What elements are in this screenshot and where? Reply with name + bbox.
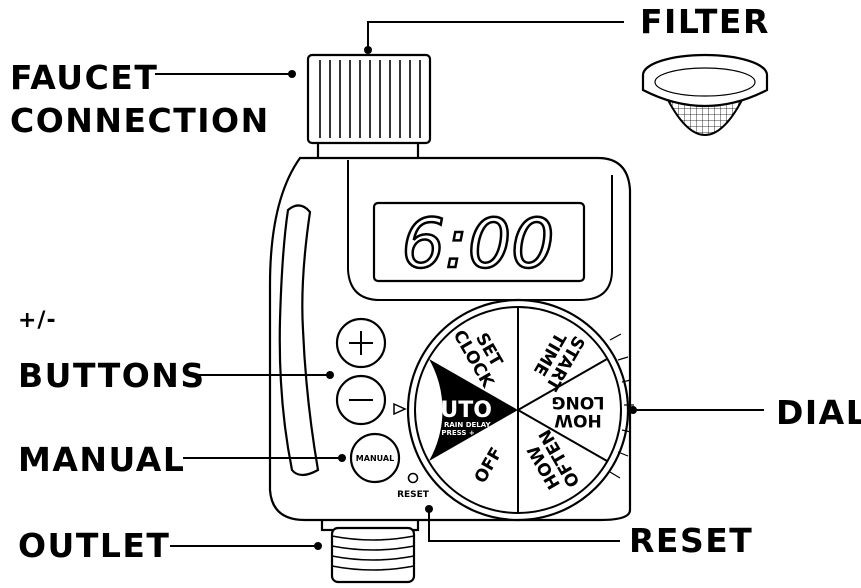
callout-plusminus: +/- xyxy=(18,308,57,333)
dial-how-long-line1: HOW xyxy=(554,410,602,430)
dial-how-long-line2: LONG xyxy=(552,392,605,412)
callout-manual: MANUAL xyxy=(18,440,185,479)
callout-reset: RESET xyxy=(629,521,753,560)
callout-faucet-line1: FAUCET xyxy=(10,58,158,97)
dial-auto-sub2: PRESS + xyxy=(441,429,475,437)
manual-button-label: MANUAL xyxy=(356,454,394,463)
lcd-display: 6:00 xyxy=(372,201,586,285)
lcd-time-readout: 6:00 xyxy=(402,205,555,284)
dial-auto-sub1: FOR RAIN DELAY xyxy=(425,421,491,429)
callout-dial: DIAL xyxy=(776,393,861,432)
filter-illustration xyxy=(641,53,769,136)
minus-button[interactable] xyxy=(335,374,387,426)
reset-pinhole[interactable] xyxy=(407,472,419,484)
faucet-connection-nut xyxy=(306,53,432,162)
manual-button[interactable]: MANUAL xyxy=(349,432,401,484)
callout-outlet: OUTLET xyxy=(18,526,170,565)
reset-hole-label: RESET xyxy=(397,490,430,500)
plus-button[interactable] xyxy=(335,317,387,369)
dial-auto-label: AUTO xyxy=(424,398,492,423)
callout-buttons: BUTTONS xyxy=(18,356,206,395)
callout-leaders xyxy=(155,21,764,550)
callout-faucet-line2: CONNECTION xyxy=(10,101,270,140)
mode-dial[interactable]: SET CLOCK START TIME HOW LONG HOW OFTEN … xyxy=(406,298,634,522)
dial-pointer-triangle xyxy=(393,402,407,416)
callout-filter: FILTER xyxy=(640,2,770,41)
